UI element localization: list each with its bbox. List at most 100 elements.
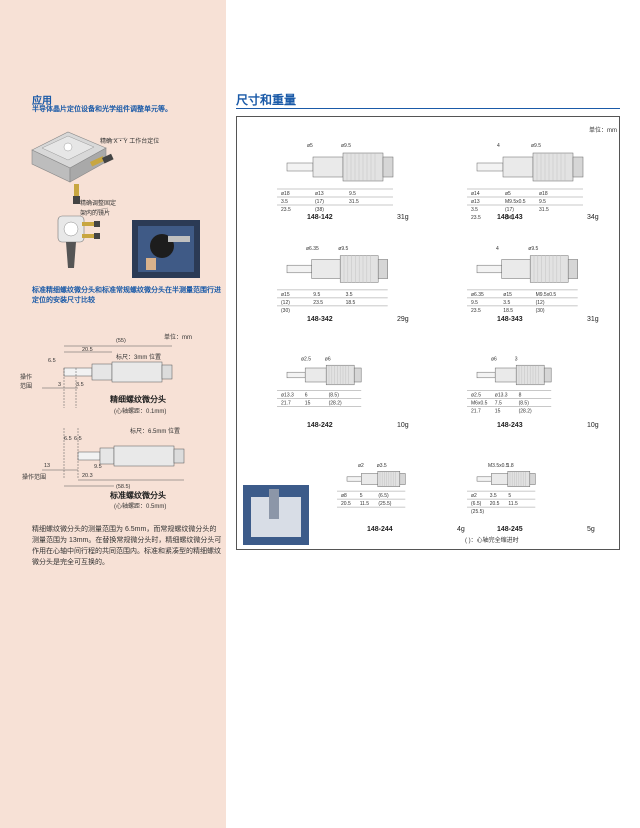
dim-label: (28.2) bbox=[519, 408, 532, 414]
dim-label: 8 bbox=[519, 392, 522, 398]
dim-label: 7.5 bbox=[495, 400, 502, 406]
dim-label: 6 bbox=[305, 392, 308, 398]
dim-label: (17) bbox=[505, 207, 514, 213]
model-number: 148-143 bbox=[497, 214, 523, 221]
dim-label: ø14 bbox=[471, 191, 480, 197]
dim-label: 23.5 bbox=[471, 308, 481, 314]
std-dim-95: 9.5 bbox=[94, 464, 102, 470]
fine-dim-3: 3 bbox=[58, 382, 61, 388]
dim-label: (30) bbox=[536, 308, 545, 314]
dim-label: ø13 bbox=[471, 199, 480, 205]
section-unit: 单位：mm bbox=[589, 128, 617, 134]
model-weight: 29g bbox=[397, 316, 409, 323]
model-weight: 4g bbox=[457, 526, 465, 533]
fine-dim-205: 20.5 bbox=[82, 347, 93, 353]
dim-label: 9.5 bbox=[471, 300, 478, 306]
fine-head-pitch: (心轴螺距：0.1mm) bbox=[114, 409, 167, 415]
model-weight: 5g bbox=[587, 526, 595, 533]
fine-scale-position: 标尺：3mm 位置 bbox=[116, 355, 162, 361]
model-weight: 31g bbox=[397, 214, 409, 221]
model-number: 148-142 bbox=[307, 214, 333, 221]
dim-label: 11.5 bbox=[360, 501, 370, 507]
dim-label: ø18 bbox=[539, 191, 548, 197]
dim-label: ø2.5 bbox=[471, 392, 481, 398]
comparison-drawing: (55) 20.5 6.5 3 3.5 6.5 6.5 13 9.5 20.3 … bbox=[42, 338, 185, 490]
dim-label: ø13.3 bbox=[495, 392, 508, 398]
dim-label: (25.5) bbox=[378, 501, 391, 507]
dim-label: M6x0.5 bbox=[471, 400, 488, 406]
fine-dim-65: 6.5 bbox=[48, 358, 56, 364]
dim-label: ø6.35 bbox=[471, 292, 484, 298]
model-number: 148-242 bbox=[307, 422, 333, 429]
dim-label: ø15 bbox=[503, 292, 512, 298]
dim-label: 4 bbox=[496, 246, 499, 252]
dim-label: 15 bbox=[495, 408, 501, 414]
dim-label: ø2.5 bbox=[301, 356, 311, 362]
dim-label: 20.5 bbox=[490, 501, 500, 507]
dim-label: 3.5 bbox=[471, 207, 478, 213]
application-title: 应用 bbox=[32, 96, 52, 107]
dim-label: 15 bbox=[305, 400, 311, 406]
fine-dim-55: (55) bbox=[116, 338, 126, 344]
dim-label: 3 bbox=[515, 356, 518, 362]
model-number: 148-244 bbox=[367, 526, 393, 533]
dim-label: 9.5 bbox=[539, 199, 546, 205]
std-head-pitch: (心轴螺距：0.5mm) bbox=[114, 504, 167, 510]
dim-label: M9.5x0.5 bbox=[536, 292, 557, 298]
dim-label: ø2 bbox=[471, 493, 477, 499]
dim-label: ø9.5 bbox=[338, 246, 348, 252]
dim-label: ø5 bbox=[307, 143, 313, 149]
dim-label: ø2 bbox=[358, 463, 364, 469]
dim-label: 23.5 bbox=[281, 207, 291, 213]
dim-label: ø3.5 bbox=[377, 463, 387, 469]
std-dim-203: 20.3 bbox=[82, 473, 93, 479]
comparison-diagram: 单位：mm (55) 20.5 6.5 bbox=[18, 328, 218, 510]
dim-label: (8.5) bbox=[329, 392, 340, 398]
std-dim-65a: 6.5 bbox=[64, 436, 72, 442]
photo-label-mount-1: 精确调整固定 bbox=[80, 201, 117, 207]
section-divider bbox=[236, 108, 620, 109]
dim-label: (8.5) bbox=[519, 400, 530, 406]
dim-label: ø9.5 bbox=[341, 143, 351, 149]
model-number: 148-245 bbox=[497, 526, 523, 533]
dim-label: 31.5 bbox=[349, 199, 359, 205]
application-photos: 精确 X・Y 工作台定位 精确调整固定 架内的镜片 bbox=[28, 118, 218, 288]
left-sidebar-panel bbox=[0, 0, 226, 828]
dim-label: 23.5 bbox=[471, 215, 481, 221]
dim-label: 3.5 bbox=[503, 300, 510, 306]
dim-label: 11.5 bbox=[508, 501, 518, 507]
dim-label: (6.5) bbox=[378, 493, 389, 499]
section-note: ( )：心轴完全缩进时 bbox=[465, 538, 519, 544]
dim-label: 1.8 bbox=[507, 463, 514, 469]
dim-label: ø6 bbox=[325, 356, 331, 362]
description-text: 精细螺纹微分头的测量范围为 6.5mm，而常规螺纹微分头的测量范围为 13mm。… bbox=[32, 526, 222, 566]
dim-label: (25.5) bbox=[471, 509, 484, 515]
dim-label: ø15 bbox=[281, 292, 290, 298]
photo-label-mount-2: 架内的镜片 bbox=[80, 211, 111, 217]
std-scale-position: 标尺：6.5mm 位置 bbox=[130, 429, 181, 435]
dim-label: (12) bbox=[536, 300, 545, 306]
dim-label: ø18 bbox=[281, 191, 290, 197]
section-title: 尺寸和重量 bbox=[236, 93, 297, 107]
model-number: 148-342 bbox=[307, 316, 333, 323]
dim-label: ø13.3 bbox=[281, 392, 294, 398]
dim-label: M9.5x0.5 bbox=[505, 199, 526, 205]
fine-dim-35: 3.5 bbox=[76, 382, 84, 388]
fine-head-name: 精细螺纹微分头 bbox=[110, 395, 166, 404]
dim-label: 20.5 bbox=[341, 501, 351, 507]
dim-label: 3.5 bbox=[281, 199, 288, 205]
dim-label: 18.5 bbox=[346, 300, 356, 306]
dim-label: ø9.5 bbox=[528, 246, 538, 252]
xy-stage-illustration bbox=[31, 131, 200, 278]
dim-label: 23.5 bbox=[313, 300, 323, 306]
comparison-title: 标准精细螺纹微分头和标准常规螺纹微分头在半测量范围行进定位的安装尺寸比较 bbox=[32, 287, 221, 304]
dim-label: (28.2) bbox=[329, 400, 342, 406]
dim-label: ø6.35 bbox=[306, 246, 319, 252]
std-dim-585: (58.5) bbox=[116, 484, 131, 490]
